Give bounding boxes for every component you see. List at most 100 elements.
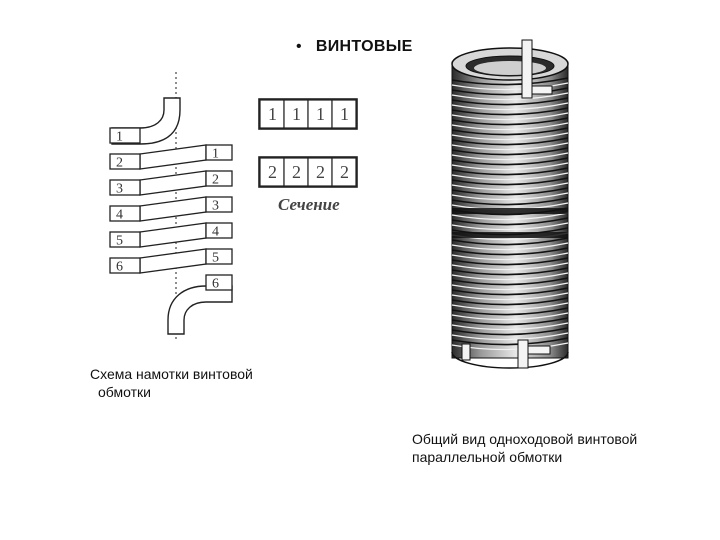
cylinder-turn (451, 222, 569, 231)
scheme-caption: Схема намотки винтовой обмотки (90, 365, 253, 401)
cylinder-turn (451, 297, 569, 306)
cylinder-turn (451, 252, 569, 261)
left-turn-label: 4 (116, 208, 123, 223)
section-cell-label: 1 (268, 104, 277, 124)
left-turn-box (109, 205, 141, 222)
cylinder-turn (451, 107, 569, 116)
right-turn-box (205, 170, 233, 187)
right-turn-label: 2 (212, 173, 219, 188)
cylinder-turn (451, 157, 569, 166)
cylinder-turn (451, 272, 569, 281)
section-cell-label: 1 (292, 104, 301, 124)
title-text: ВИНТОВЫЕ (315, 38, 413, 55)
left-turn-label: 1 (116, 130, 123, 145)
cylinder-turn (451, 117, 569, 126)
left-turn-label: 3 (116, 182, 123, 197)
cylinder-turn (451, 287, 569, 296)
left-turn-labels: 1 2 3 4 5 6 (109, 127, 141, 275)
section-cell-label: 2 (340, 162, 349, 182)
cylinder-turn (451, 292, 569, 301)
right-turn-box (205, 274, 233, 291)
cylinder-turn (451, 112, 569, 121)
cylinder-turn (451, 257, 569, 266)
scheme-caption-line2: обмотки (98, 384, 151, 400)
cylinder-turn (451, 332, 569, 341)
left-turn-label: 5 (116, 234, 123, 249)
cylinder-turn (451, 267, 569, 276)
section-frame (258, 156, 358, 188)
cylinder-turn (451, 337, 569, 346)
cylinder-turn (451, 132, 569, 141)
title-bullet: • (296, 38, 302, 55)
section-cell-label: 2 (316, 162, 325, 182)
cylinder-turn (451, 102, 569, 111)
cylinder-turn (451, 182, 569, 191)
illustration-caption-line2: параллельной обмотки (412, 449, 563, 465)
left-turn-box (109, 257, 141, 274)
cylinder-turn (451, 77, 569, 86)
cylinder-turn (451, 317, 569, 326)
section-frame (258, 98, 358, 130)
cylinder-turn (451, 192, 569, 201)
cylinder-turn (451, 162, 569, 171)
section-cell (331, 99, 357, 129)
right-turn-box (205, 196, 233, 213)
right-turn-label: 1 (212, 147, 219, 162)
section-cell (283, 99, 309, 129)
left-turn-box (109, 153, 141, 170)
section-cell-label: 2 (268, 162, 277, 182)
section-cell (307, 99, 333, 129)
cylinder-turn (451, 92, 569, 101)
right-turn-box (205, 222, 233, 239)
left-turn-box (109, 127, 141, 144)
scheme-caption-line1: Схема намотки винтовой (90, 366, 253, 382)
cylinder-turn (451, 312, 569, 321)
right-turn-box (205, 144, 233, 161)
cylinder-side-lead (461, 343, 471, 361)
cylinder-turn (451, 242, 569, 251)
cylinder-turn (451, 302, 569, 311)
cylinder-turn (451, 122, 569, 131)
cylinder-turn (451, 177, 569, 186)
cylinder-turn (451, 212, 569, 221)
right-turn-label: 4 (212, 225, 219, 240)
slide-title: • ВИНТОВЫЕ (296, 38, 413, 56)
cylinder-turn (451, 97, 569, 106)
section-cell-label: 1 (316, 104, 325, 124)
section-label: Сечение (278, 195, 340, 214)
illustration-caption: Общий вид одноходовой винтовой параллель… (412, 430, 637, 466)
cylinder-turn (451, 277, 569, 286)
cylinder-turn (451, 172, 569, 181)
cylinder-turn (451, 167, 569, 176)
left-turn-box (109, 179, 141, 196)
cylinder-turn (451, 282, 569, 291)
cylinder-turn (451, 262, 569, 271)
cylinder-turns (451, 77, 569, 351)
cylinder-top-lead (521, 39, 533, 99)
right-turn-label: 5 (212, 251, 219, 266)
cylinder-turn (451, 82, 569, 91)
cylinder-turn (451, 217, 569, 226)
section-cell (283, 157, 309, 187)
transposition-band (452, 232, 568, 238)
section-cell-label: 2 (292, 162, 301, 182)
left-turn-label: 2 (116, 156, 123, 171)
cylinder-turn (451, 152, 569, 161)
cylinder-turn (451, 87, 569, 96)
left-turn-label: 6 (116, 260, 123, 275)
cylinder-turn (451, 147, 569, 156)
right-turn-label: 6 (212, 277, 219, 292)
cylinder-turn (451, 327, 569, 336)
section-cell (331, 157, 357, 187)
cylinder-bottom-lead-bend (527, 345, 551, 355)
cylinder-turn (451, 187, 569, 196)
cylinder-bottom-lead (517, 339, 529, 369)
cylinder-turn (451, 307, 569, 316)
cylinder-top-lead-bend (531, 85, 553, 95)
right-turn-box (205, 248, 233, 265)
cylinder-turn (451, 127, 569, 136)
